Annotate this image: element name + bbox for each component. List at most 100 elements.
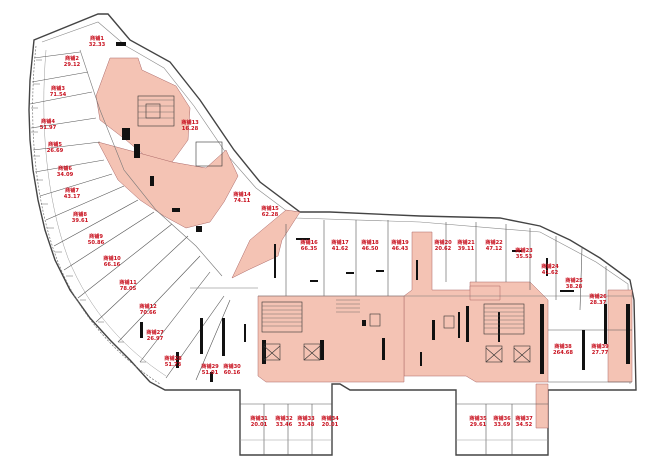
unit-area: 60.16 [223,370,241,376]
unit-name: 商铺28 [164,356,182,362]
unit-area: 26.69 [46,148,64,154]
unit-name: 商铺27 [146,330,164,336]
unit-name: 商铺33 [297,416,315,422]
unit-name: 商铺25 [565,278,583,284]
unit-area: 32.33 [88,42,106,48]
unit-area: 29.61 [469,422,487,428]
unit-name: 商铺38 [554,344,572,350]
unit-name: 商铺9 [88,234,103,240]
unit-name: 商铺32 [275,416,293,422]
unit-name: 商铺3 [50,86,65,92]
unit-area: 62.28 [261,212,279,218]
unit-area: 47.12 [485,246,503,252]
unit-area: 51.01 [201,370,219,376]
unit-area: 39.11 [457,246,475,252]
unit-area: 38.28 [565,284,583,290]
unit-area: 34.52 [515,422,533,428]
unit-name: 商铺12 [139,304,157,310]
unit-area: 20.01 [250,422,268,428]
unit-area: 29.12 [63,62,81,68]
unit-name: 商铺36 [493,416,511,422]
unit-area: 50.86 [87,240,105,246]
unit-area: 39.61 [71,218,89,224]
unit-area: 27.77 [591,350,609,356]
unit-name: 商铺4 [40,119,55,125]
unit-name: 商铺10 [103,256,121,262]
unit-name: 商铺21 [457,240,475,246]
unit-area: 43.17 [63,194,81,200]
unit-name: 商铺35 [469,416,487,422]
unit-name: 商铺7 [64,188,79,194]
unit-name: 商铺2 [64,56,79,62]
unit-name: 商铺13 [181,120,199,126]
unit-name: 商铺39 [591,344,609,350]
unit-area: 70.66 [139,310,157,316]
unit-area: 33.69 [493,422,511,428]
unit-name: 商铺19 [391,240,409,246]
unit-area: 16.28 [181,126,199,132]
facade-mullions [31,59,146,363]
unit-name: 商铺14 [233,192,251,198]
unit-area: 66.35 [300,246,318,252]
unit-name: 商铺22 [485,240,503,246]
unit-name: 商铺17 [331,240,349,246]
unit-name: 商铺16 [300,240,318,246]
unit-area: 33.48 [297,422,315,428]
unit-area: 46.43 [391,246,409,252]
structural-walls [116,42,630,382]
unit-name: 商铺15 [261,206,279,212]
unit-area: 28.37 [589,300,607,306]
unit-name: 商铺5 [47,142,62,148]
unit-area: 20.62 [434,246,452,252]
unit-area: 66.16 [103,262,121,268]
unit-name: 商铺20 [434,240,452,246]
unit-area: 51.97 [39,125,57,131]
unit-area: 33.46 [275,422,293,428]
unit-name: 商铺11 [119,280,137,286]
unit-area: 34.09 [56,172,74,178]
unit-name: 商铺37 [515,416,533,422]
facade-inner-arc [43,49,167,377]
stair-cores [137,95,531,363]
unit-area: 71.54 [49,92,67,98]
unit-area: 20.01 [321,422,339,428]
unit-name: 商铺24 [541,264,559,270]
facade-outer-arc [32,45,161,385]
partitions [29,49,632,455]
unit-name: 商铺8 [72,212,87,218]
unit-area: 51.73 [164,362,182,368]
